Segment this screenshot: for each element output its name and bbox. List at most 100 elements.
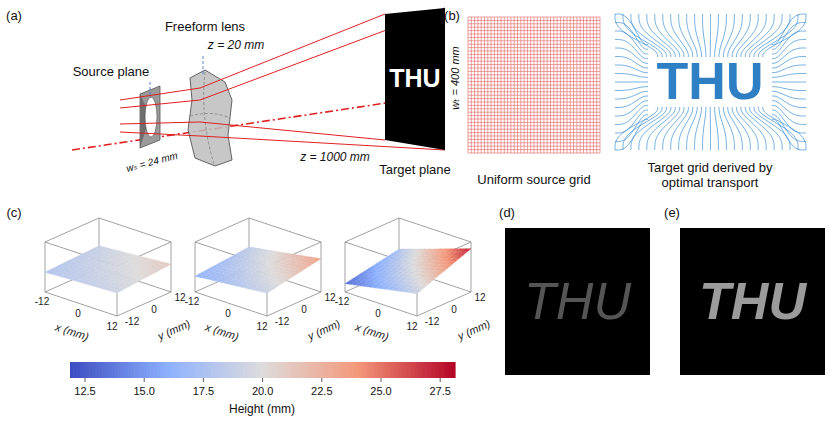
grid-line: [468, 95, 600, 96]
image-text: THU: [524, 273, 631, 330]
axis-title: y (mm): [456, 317, 492, 342]
grid-line: [615, 74, 648, 78]
axis-box: [399, 218, 471, 242]
tick-mark: [203, 378, 204, 382]
axis-box: [267, 242, 321, 266]
grid-line: [468, 61, 600, 62]
grid-line: [703, 14, 706, 57]
axis-box: [345, 268, 399, 292]
axis-title: x (mm): [204, 321, 240, 344]
grid-line: [468, 98, 600, 99]
grid-line: [615, 91, 648, 99]
axis-box: [99, 268, 171, 292]
axis-box: [45, 242, 46, 292]
grid-line: [663, 107, 684, 150]
grid-line: [655, 107, 680, 150]
grid-line: [468, 142, 600, 143]
grid-line: [715, 14, 719, 57]
grid-line: [468, 44, 600, 45]
colorbar-cell: [452, 362, 456, 378]
grid-line: [468, 88, 600, 89]
grid-line: [687, 14, 698, 57]
tick-label: -12: [275, 316, 289, 328]
grid-line: [745, 14, 774, 57]
dimension-label: wₜ = 400 mm: [449, 46, 462, 109]
tick-label: 25.0: [370, 385, 391, 398]
grid-line: [468, 105, 600, 106]
tick-mark: [262, 378, 263, 382]
axis-box: [117, 292, 171, 316]
grid-line: [468, 47, 600, 48]
axis-box: [345, 242, 346, 292]
axis-box: [345, 292, 417, 316]
grid-line: [468, 74, 600, 75]
surface-patch: [431, 274, 440, 278]
caption-label: Uniform source grid: [477, 173, 590, 188]
axis-box: [45, 218, 99, 242]
tick-label: 12.5: [74, 385, 95, 398]
image-text: THU: [699, 273, 806, 330]
lens-marker: [203, 56, 204, 74]
grid-line: [468, 146, 600, 147]
grid-line: [468, 17, 600, 18]
grid-line: [468, 149, 600, 150]
tick-mark: [321, 378, 322, 382]
tick-label: 0: [75, 308, 81, 320]
surface-patch: [462, 249, 471, 252]
tick-label: -12: [425, 316, 439, 328]
axis-box: [249, 218, 321, 242]
axis-box: [195, 242, 267, 266]
panel-label: (c): [6, 206, 21, 221]
axis-box: [471, 242, 472, 292]
grid-line: [615, 57, 648, 68]
grid-line: [763, 107, 806, 150]
grid-line: [468, 23, 600, 24]
grid-line: [772, 74, 806, 78]
grid-line: [468, 108, 600, 109]
grid-line: [745, 107, 774, 150]
grid-line: [468, 81, 600, 82]
tick-mark: [85, 378, 86, 382]
target-surface: [385, 8, 445, 150]
part-label: Target plane: [379, 163, 451, 178]
part-label: Freeform lens: [163, 20, 247, 35]
tick-label: 12: [174, 292, 185, 304]
grid-line: [615, 14, 648, 45]
surface-patch: [412, 290, 421, 294]
grid-line: [719, 107, 726, 150]
light-ray: [120, 14, 385, 100]
grid-line: [695, 14, 702, 57]
grid-line: [679, 107, 693, 150]
surface-plot: [345, 218, 471, 316]
tick-label: 0: [451, 304, 457, 316]
tick-label: 22.5: [311, 385, 332, 398]
tick-label: 12: [106, 321, 117, 333]
grid-line: [468, 54, 600, 55]
grid-line: [468, 85, 600, 86]
light-ray: [120, 122, 385, 140]
grid-line: [468, 119, 600, 120]
grid-line: [468, 153, 600, 154]
grid-line: [772, 57, 806, 68]
grid-line: [468, 136, 600, 137]
grid-line: [772, 40, 806, 59]
tick-mark: [440, 378, 441, 382]
panel-label: (e): [664, 206, 680, 221]
grid-line: [615, 115, 648, 142]
grid-line: [615, 82, 648, 83]
grid-line: [772, 87, 806, 91]
grid-line: [763, 14, 806, 57]
axis-box: [99, 218, 171, 242]
axis-box: [267, 292, 321, 316]
tick-label: -12: [185, 296, 199, 308]
grid-line: [687, 107, 698, 150]
grid-line: [679, 14, 693, 57]
simulated-image: THU: [505, 228, 650, 375]
axis-box: [195, 242, 196, 292]
tick-label: 0: [301, 304, 307, 316]
tick-label: -12: [35, 296, 49, 308]
axis-title: x (mm): [54, 321, 90, 344]
tick-label: 20.0: [252, 385, 273, 398]
surface-patch: [443, 264, 452, 267]
grid-line: [468, 57, 600, 58]
